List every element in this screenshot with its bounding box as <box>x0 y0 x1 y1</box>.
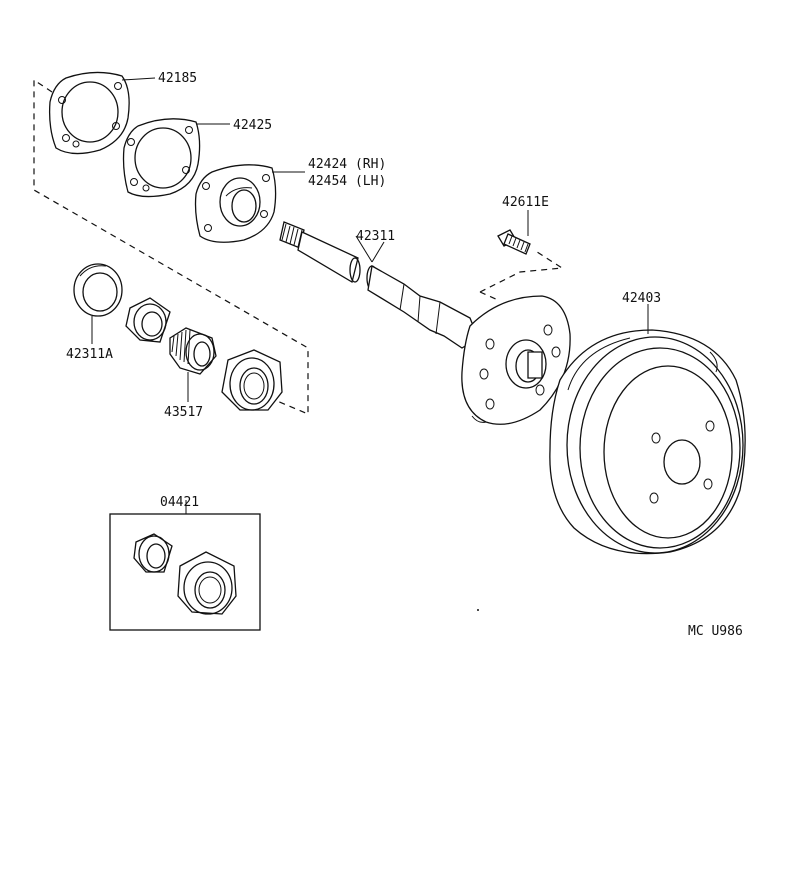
gasket-42185[interactable] <box>48 71 156 155</box>
label-43517: 43517 <box>164 405 203 420</box>
label-04421: 04421 <box>160 495 199 510</box>
ball-bearing[interactable] <box>221 349 283 411</box>
label-42611e: 42611E <box>502 195 549 210</box>
diagram-code: MC U986 <box>688 624 743 639</box>
hub-bolt-42611e[interactable] <box>497 210 531 255</box>
brake-drum-42403[interactable] <box>549 304 746 555</box>
gasket-42425[interactable] <box>122 118 231 198</box>
label-retainer-rh: 42424 (RH) <box>308 157 386 172</box>
stray-dot <box>477 609 479 611</box>
bearing-kit-04421[interactable] <box>109 500 261 631</box>
assembly-dashed-outline <box>33 78 564 415</box>
axle-shaft-42311[interactable] <box>279 221 571 425</box>
label-42403: 42403 <box>622 291 661 306</box>
bearing-retainer[interactable] <box>194 164 306 243</box>
oil-seal-42311a[interactable] <box>73 263 123 344</box>
label-retainer-lh: 42454 (LH) <box>308 174 386 189</box>
needle-bearing-43517[interactable] <box>169 327 217 402</box>
label-42425: 42425 <box>233 118 272 133</box>
label-42185: 42185 <box>158 71 197 86</box>
label-42311a: 42311A <box>66 347 113 362</box>
bearing-ring[interactable] <box>125 297 171 343</box>
label-42311: 42311 <box>356 229 395 244</box>
